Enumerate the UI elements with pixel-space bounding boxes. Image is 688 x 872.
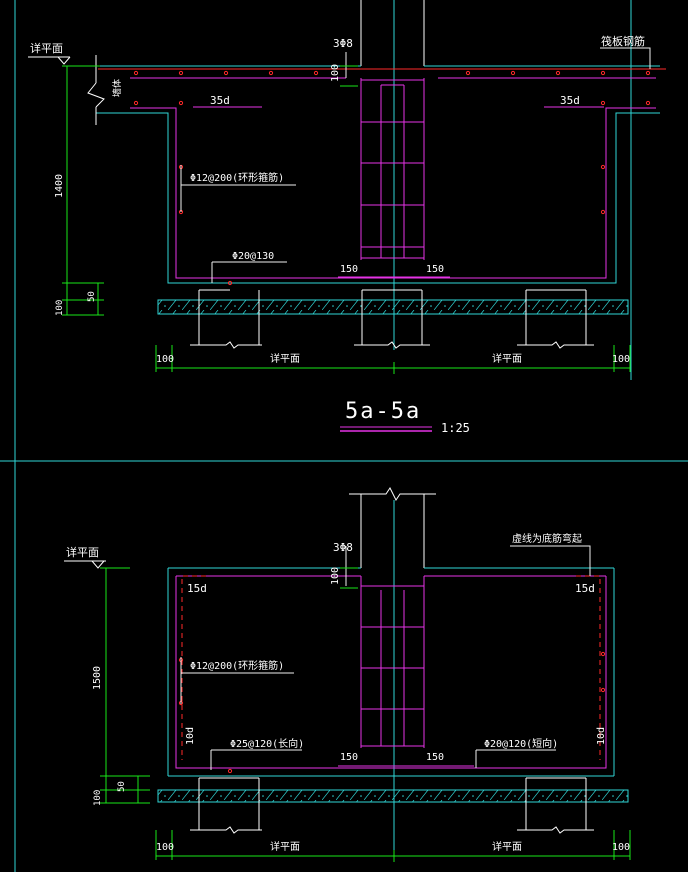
top-detail: 详平面 3Φ8 筏板钢筋 1400 100 墙体 35d 35d Φ12@200… [28,0,666,374]
bottom-long-bar: Φ25@120(长向) [230,737,304,750]
top-anchor-label: 筏板钢筋 [601,34,645,48]
top-dim-150-left: 150 [340,264,358,275]
bottom-anchor-right: 15d [575,582,595,595]
bottom-floor-right: 详平面 [492,840,522,853]
top-leaders [180,47,651,283]
top-column [360,0,425,350]
top-floor-left: 详平面 [270,352,300,365]
top-elev-label: 详平面 [30,41,63,55]
top-piles [190,289,594,349]
top-stirrup-label: 3Φ8 [333,37,353,50]
bottom-elev-label: 详平面 [66,545,99,559]
bottom-dim-50: 50 [117,781,127,792]
bottom-stirrup-label: 3Φ8 [333,541,353,554]
top-dim-150-right: 150 [426,264,444,275]
bottom-leaders [180,545,591,770]
top-lap-right: 35d [560,94,580,107]
bottom-dashed-bars [181,575,601,760]
top-dim-100-bottom: 100 [55,300,65,316]
bottom-dim-100-left: 100 [156,842,174,853]
bottom-elevation-marker [64,560,106,569]
bottom-piles [190,777,594,834]
top-magenta-bars [130,77,656,279]
bottom-note-label: 虚线为底筋弯起 [512,532,582,545]
bottom-tend-left: 10d [185,727,196,745]
top-cushion-hatch [157,299,629,315]
top-elevation-marker [28,56,71,65]
bottom-dim-150-left: 150 [340,752,358,763]
bottom-cushion-hatch [157,789,629,803]
bottom-magenta-bars [175,575,607,769]
bottom-ring-bar: Φ12@200(环形箍筋) [190,659,284,672]
section-title: 5a-5a [345,399,421,424]
top-raft-outline [96,65,660,284]
top-dimensions [62,65,631,374]
section-scale: 1:25 [441,421,470,435]
bottom-short-bar: Φ20@120(短向) [484,737,558,750]
bottom-dim-100-bottom: 100 [93,790,103,806]
bottom-dim-1500: 1500 [92,666,103,690]
bottom-dimensions [100,567,631,862]
top-floor-right: 详平面 [492,352,522,365]
bottom-detail: 详平面 3Φ8 虚线为底筋弯起 1500 100 15d 15d Φ12@200… [64,487,631,862]
bottom-dim-150-right: 150 [426,752,444,763]
bottom-anchor-left: 15d [187,582,207,595]
top-bottom-bar: Φ20@130 [232,251,274,262]
top-dim-100-left: 100 [156,354,174,365]
top-wall-label: 墙体 [111,79,123,97]
section-title-block: 5a-5a 1:25 [340,399,470,435]
top-dim-100-right: 100 [612,354,630,365]
bottom-raft-outline [167,567,615,777]
top-dim-50: 50 [87,291,97,302]
top-dim-1400: 1400 [54,174,65,198]
top-ring-bar: Φ12@200(环形箍筋) [190,171,284,184]
top-wall-break [87,55,105,125]
top-rebar-dots [133,70,651,286]
bottom-floor-left: 详平面 [270,840,300,853]
bottom-dim-100-side: 100 [330,567,341,585]
bottom-dim-100-right: 100 [612,842,630,853]
bottom-tend-right: 10d [596,727,607,745]
top-lap-left: 35d [210,94,230,107]
top-dim-100-side: 100 [330,64,341,82]
bottom-column [349,487,436,862]
